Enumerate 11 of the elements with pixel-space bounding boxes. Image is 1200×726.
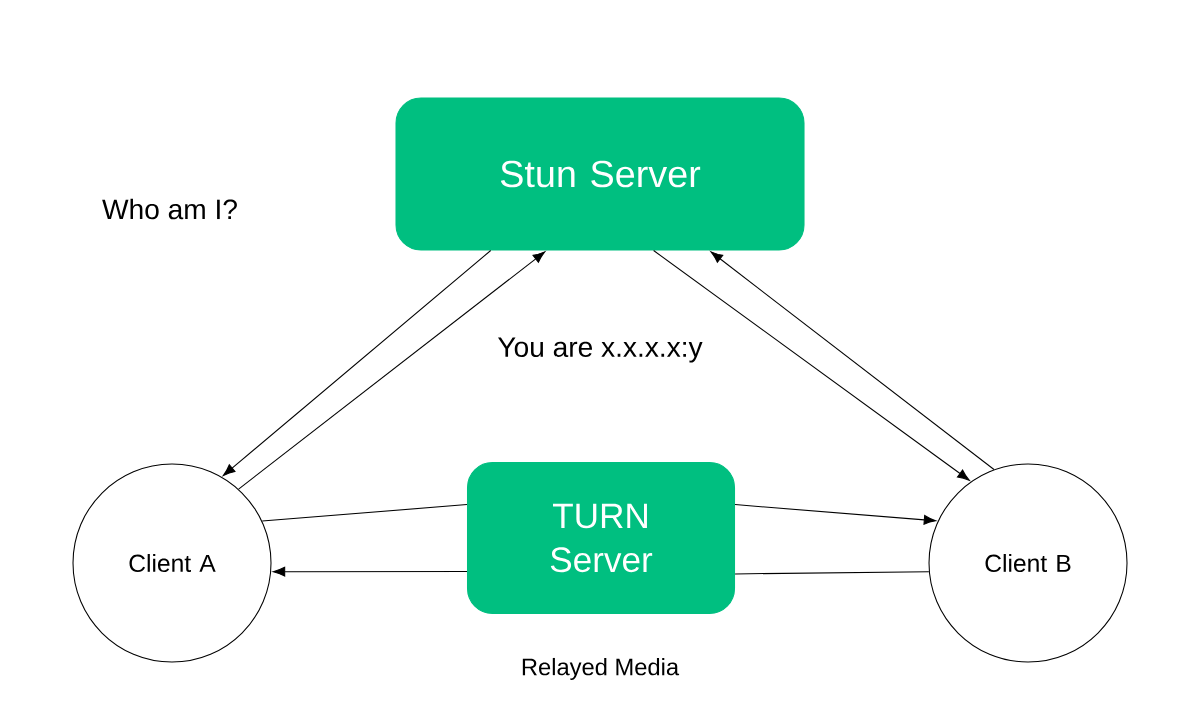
arrow [222,250,492,476]
caption-text: Relayed Media [522,657,680,681]
response-text: You are x.x.x.x:y [498,337,703,363]
arrow [734,504,937,525]
server-box: TURN Server [467,461,736,615]
arrow [238,251,546,490]
arrow [653,250,970,481]
server-box: Stun Server [395,97,805,251]
arrow [710,251,995,470]
question-text: Who am I? [102,198,237,220]
arrow [272,566,468,577]
